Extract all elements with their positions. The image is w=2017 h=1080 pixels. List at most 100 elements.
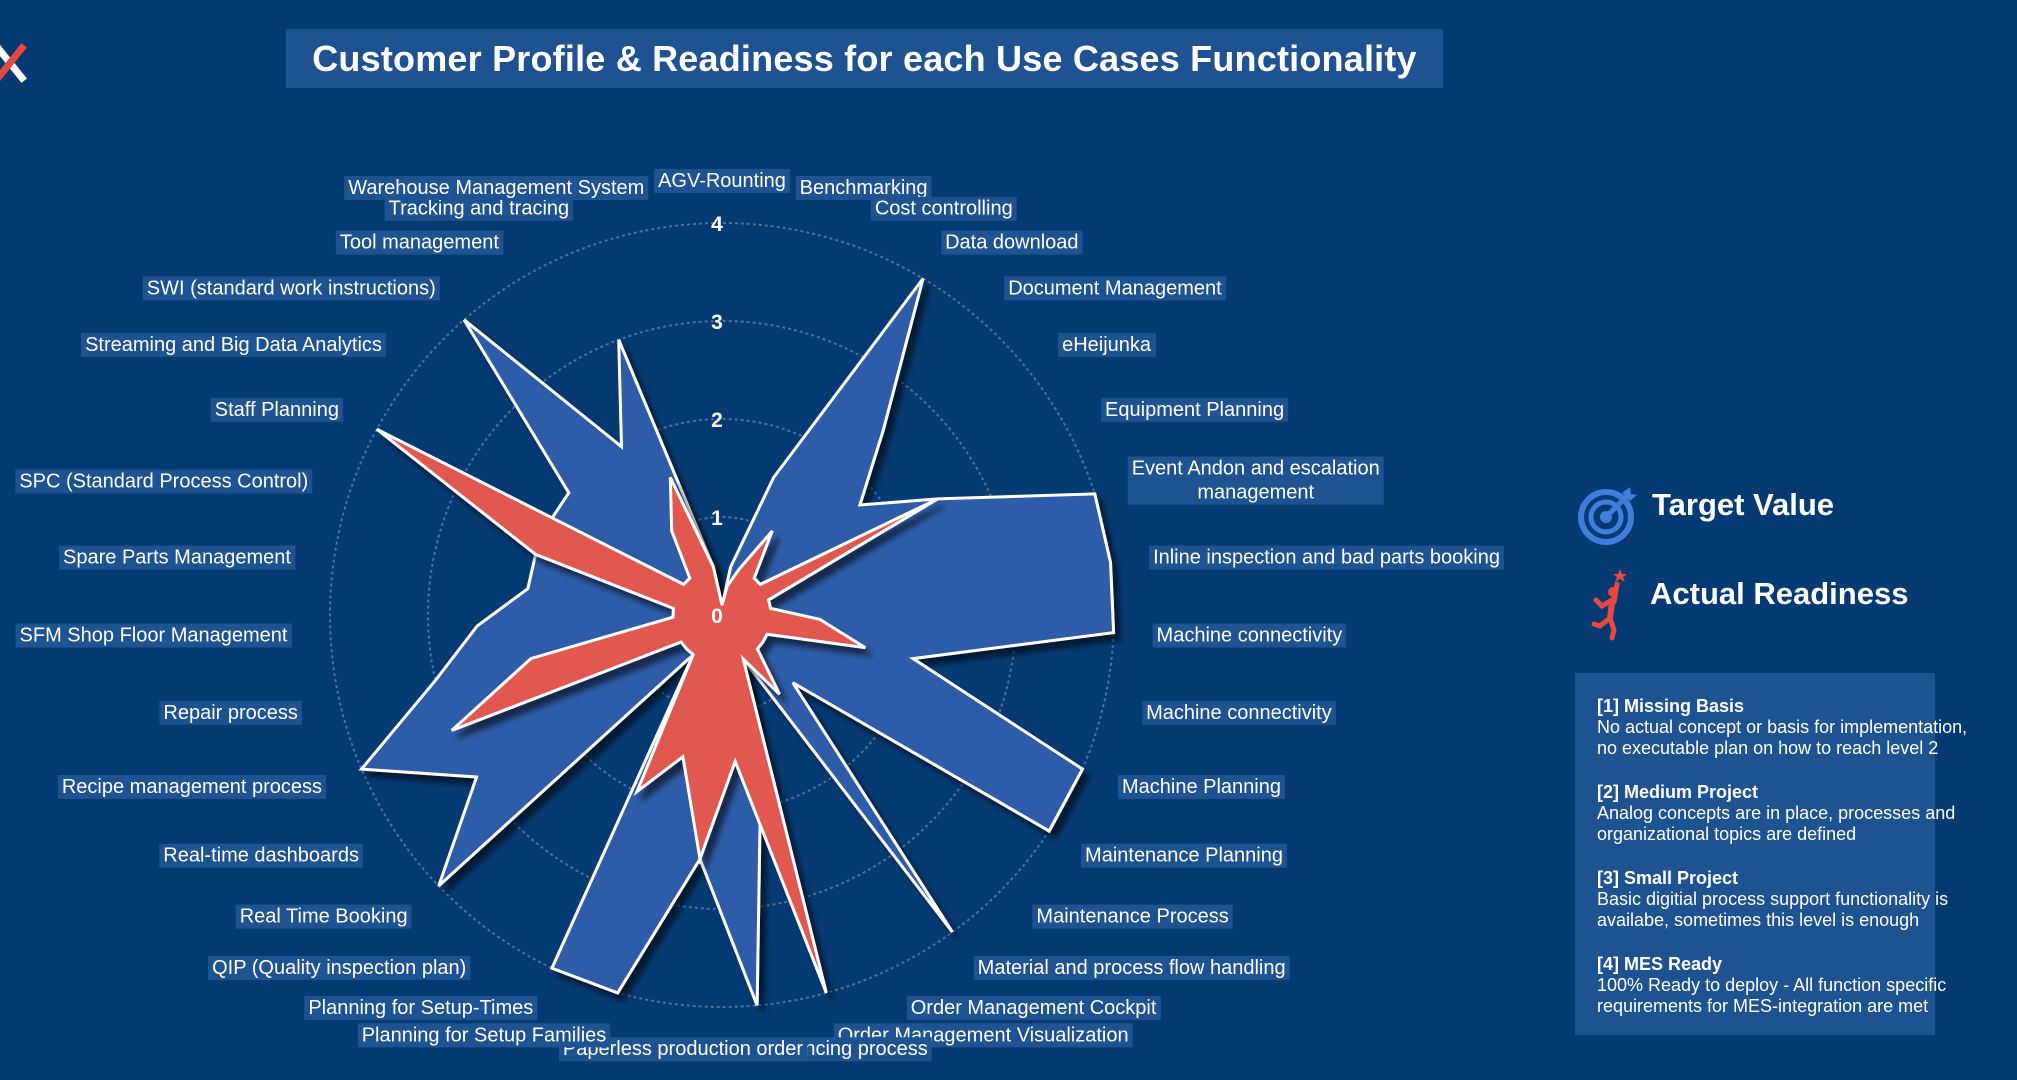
category-label: Benchmarking [795, 175, 932, 200]
category-label-text: QIP (Quality inspection plan) [212, 957, 466, 979]
level-description: Analog concepts are in place, processes … [1597, 803, 1956, 823]
page-title: Customer Profile & Readiness for each Us… [312, 37, 1417, 79]
category-label-text: Planning for Setup-Times [308, 997, 533, 1019]
category-label-text: SFM Shop Floor Management [20, 625, 288, 647]
category-label: SFM Shop Floor Management [15, 623, 292, 648]
category-label-text: Spare Parts Management [63, 547, 291, 569]
category-label-text: Equipment Planning [1105, 399, 1284, 421]
category-label: Real Time Booking [235, 904, 412, 929]
category-label: Streaming and Big Data Analytics [81, 332, 386, 357]
category-label: Machine Planning [1117, 774, 1285, 799]
category-label-bg [235, 904, 412, 929]
category-label-bg [81, 332, 386, 357]
level-item: [4] MES Ready 100% Ready to deploy - All… [1597, 954, 2017, 1017]
category-label-text: Streaming and Big Data Analytics [85, 334, 382, 356]
category-label-bg [1152, 623, 1347, 648]
category-label-bg [1127, 456, 1384, 505]
category-label-bg [941, 230, 1083, 255]
level-description: 100% Ready to deploy - All function spec… [1597, 975, 1947, 995]
axis-tick-label: 1 [711, 507, 723, 530]
person-reaching-star-icon [1591, 569, 1627, 641]
level-title: [4] MES Ready [1597, 954, 1723, 974]
category-label: Warehouse Management System [344, 175, 649, 200]
category-label-bg [870, 196, 1017, 221]
level-description: requirements for MES-integration are met [1597, 996, 1929, 1016]
category-label-bg [1117, 774, 1285, 799]
category-label-text: Paperless production order [563, 1038, 803, 1060]
category-label-text: Maintenance Planning [1085, 845, 1283, 867]
category-label: Order Management Cockpit [906, 995, 1161, 1020]
radar-ticks: 0 1 2 3 4 [711, 213, 723, 628]
target-icon [1578, 487, 1637, 545]
category-label-bg [208, 955, 471, 980]
category-label-text: eHeijunka [1062, 334, 1152, 356]
category-label: Machine connectivity [1152, 623, 1347, 648]
category-label-text: Planning for Setup Families [362, 1024, 607, 1046]
legend-actual: Actual Readiness [1588, 566, 1908, 642]
category-label: Tool management [335, 230, 504, 255]
category-label: Equipment Planning [1101, 397, 1289, 422]
radar-series [358, 277, 1116, 1006]
axis-tick-label: 2 [711, 409, 723, 432]
category-label-bg [142, 276, 440, 301]
category-label-bg [159, 700, 302, 725]
category-label-text: AGV-Rounting [658, 170, 786, 192]
category-label-bg [357, 1023, 611, 1048]
category-label: Spare Parts Management [59, 545, 296, 570]
category-label: AGV-Rounting [654, 169, 790, 193]
axis-tick-label: 4 [711, 213, 723, 236]
category-label-bg [384, 196, 574, 221]
readiness-levels-panel: [1] Missing Basis No actual concept or b… [1575, 673, 1967, 1035]
category-label-bg [906, 995, 1161, 1020]
category-label-text: Repair process [163, 702, 298, 724]
category-label-bg [304, 995, 538, 1020]
category-label-bg [57, 774, 327, 799]
category-label-bg [654, 169, 790, 193]
title-banner: Customer Profile & Readiness for each Us… [286, 29, 1443, 88]
category-label-text: SPC (Standard Process Control) [19, 471, 308, 493]
category-label-bg [210, 397, 343, 422]
category-label: Data download [941, 230, 1083, 255]
category-label-text: Maintenance Process [1036, 906, 1228, 928]
level-item: [1] Missing Basis No actual concept or b… [1597, 696, 2017, 759]
level-description: Basic digitial process support functiona… [1597, 889, 1949, 909]
category-label-bg [1004, 276, 1227, 301]
axis-tick-label: 0 [711, 605, 723, 628]
category-label: Cost controlling [870, 196, 1017, 221]
level-description: No actual concept or basis for implement… [1597, 717, 1968, 737]
category-label-text: Tracking and tracing [389, 198, 569, 220]
level-description: organizational topics are defined [1597, 824, 1857, 844]
category-label-text: Real Time Booking [240, 906, 408, 928]
category-label: SWI (standard work instructions) [142, 276, 440, 301]
level-description: availabe, sometimes this level is enough [1597, 910, 1920, 930]
category-label: Document Management [1004, 276, 1227, 301]
legend-target: Target Value [1578, 484, 1834, 545]
category-label-bg [1081, 843, 1287, 868]
category-label: Staff Planning [210, 397, 343, 422]
level-title: [2] Medium Project [1597, 782, 1759, 802]
series-actual-area [375, 427, 939, 994]
axis-tick-label: 3 [711, 311, 723, 334]
level-item: [3] Small Project Basic digitial process… [1597, 868, 2017, 931]
category-label: Tracking and tracing [384, 196, 574, 221]
category-label-bg [159, 843, 363, 868]
level-item: [2] Medium Project Analog concepts are i… [1597, 782, 2017, 845]
category-label-text: Machine Planning [1122, 776, 1281, 798]
category-label: QIP (Quality inspection plan) [208, 955, 471, 980]
category-label-text: SWI (standard work instructions) [147, 277, 436, 299]
category-label-text: Recipe management process [62, 776, 322, 798]
category-label: Planning for Setup Families [357, 1023, 611, 1048]
category-label-text: Material and process flow handling [978, 957, 1286, 979]
category-label-text: Tool management [340, 232, 499, 254]
logo-icon [0, 43, 27, 83]
level-title: [1] Missing Basis [1597, 696, 1745, 716]
category-label: eHeijunka [1058, 332, 1156, 357]
category-label: Maintenance Planning [1081, 843, 1287, 868]
category-label: Real-time dashboards [159, 843, 363, 868]
category-label-bg [1058, 332, 1156, 357]
category-label-text: Inline inspection and bad parts booking [1153, 547, 1500, 569]
category-label-text: Staff Planning [215, 399, 339, 421]
category-label-text: Cost controlling [875, 198, 1013, 220]
